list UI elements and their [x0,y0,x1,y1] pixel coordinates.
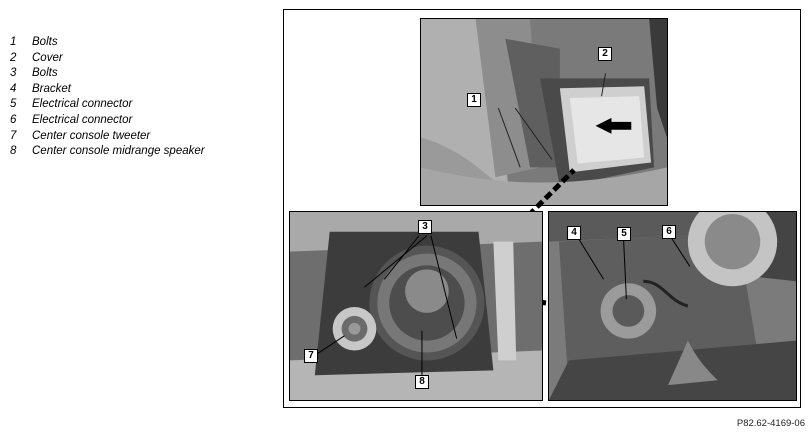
callout-6: 6 [662,225,676,239]
speaker-assembly-drawing [290,212,542,400]
figure-identifier: P82.62-4169-06 [736,418,805,429]
bracket-connectors-drawing [549,212,796,400]
callout-7: 7 [304,349,318,363]
callout-3: 3 [418,220,432,234]
callout-4: 4 [567,226,581,240]
console-overview-drawing [421,19,667,205]
callout-2: 2 [598,47,612,61]
callout-5: 5 [617,227,631,241]
illustration-frame: 1 2 3 7 8 [283,9,801,408]
console-overview-photo [420,18,668,206]
speaker-assembly-photo [289,211,543,401]
callout-1: 1 [467,93,481,107]
callout-8: 8 [415,375,429,389]
bracket-connectors-photo [548,211,797,401]
